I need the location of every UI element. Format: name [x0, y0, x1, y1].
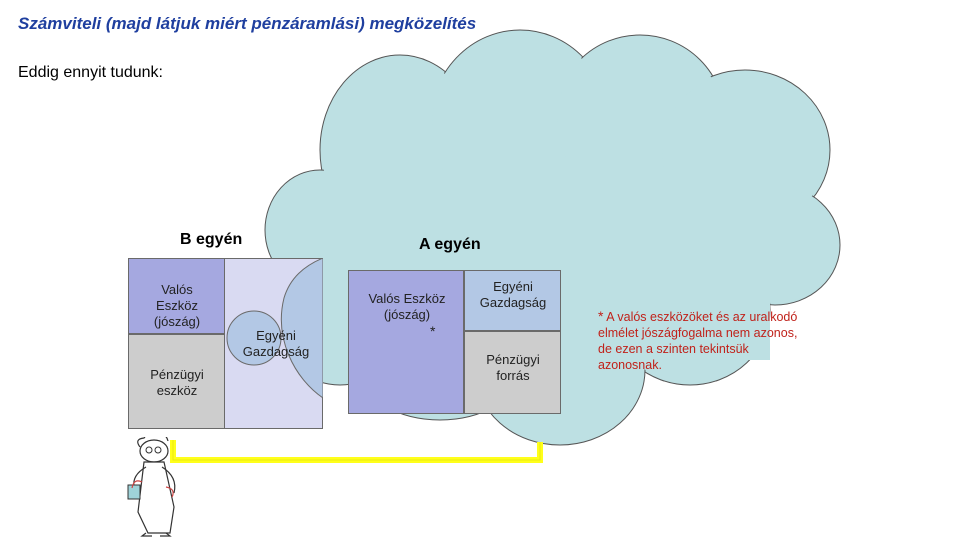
footnote-text: A valós eszközöket és az uralkodó elméle… — [598, 310, 798, 372]
person-b-financial-asset-label: Pénzügyi eszköz — [150, 367, 204, 398]
person-a-equity-label: Egyéni Gazdagság — [479, 279, 547, 310]
person-b-equity-label: Egyéni Gazdagság — [242, 328, 310, 359]
footnote: * A valós eszközöket és az uralkodó elmé… — [598, 308, 808, 373]
person-b-financial-asset-box: Pénzügyi eszköz — [128, 334, 225, 429]
footnote-star: * — [598, 308, 604, 324]
person-b-heading: B egyén — [180, 231, 243, 248]
person-a-real-asset-label: Valós Eszköz (jószág) — [368, 291, 446, 322]
person-a-financial-source-label: Pénzügyi forrás — [486, 352, 540, 383]
person-a-equity-box: Egyéni Gazdagság — [464, 270, 561, 331]
person-b-real-asset-label: Valós Eszköz (jószág) — [153, 282, 201, 329]
person-a-heading: A egyén — [419, 236, 481, 253]
page-title: Számviteli (majd látjuk miért pénzáramlá… — [18, 14, 477, 33]
person-b-equity-overlap-shape — [226, 258, 323, 399]
person-a-asterisk: * — [430, 323, 436, 339]
person-b-real-asset-box: Valós Eszköz (jószág) — [128, 258, 225, 334]
person-a-financial-source-box: Pénzügyi forrás — [464, 331, 561, 414]
subtitle: Eddig ennyit tudunk: — [18, 64, 163, 81]
person-a-real-asset-box: Valós Eszköz (jószág) * — [348, 270, 464, 414]
professor-figure-icon — [127, 437, 176, 537]
